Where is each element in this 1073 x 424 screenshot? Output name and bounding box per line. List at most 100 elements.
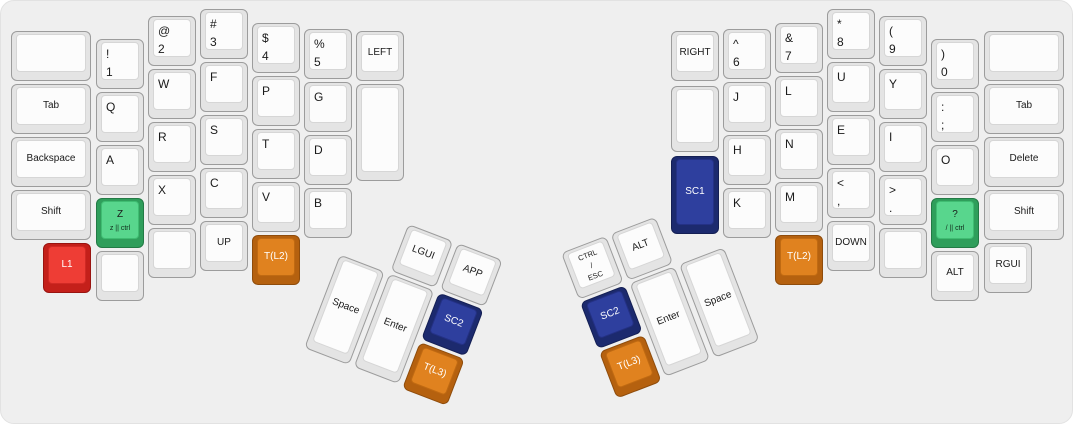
key-t-l2-left[interactable]: T(L2) xyxy=(252,235,300,285)
key-label: D xyxy=(314,143,323,157)
key-left-tab[interactable]: Tab xyxy=(11,84,91,134)
keycap-face xyxy=(676,89,714,143)
key-left-bottom-blank-2[interactable] xyxy=(148,228,196,278)
keycap-face: B xyxy=(309,191,347,229)
key-x[interactable]: X xyxy=(148,175,196,225)
key-j[interactable]: J xyxy=(723,82,771,132)
key-num-8[interactable]: *8 xyxy=(827,9,875,59)
key-label: T(L2) xyxy=(787,251,811,263)
key-s[interactable]: S xyxy=(200,115,248,165)
key-num-2[interactable]: @2 xyxy=(148,16,196,66)
key-label: H xyxy=(733,143,742,157)
key-v[interactable]: V xyxy=(252,182,300,232)
key-n[interactable]: N xyxy=(775,129,823,179)
key-num-4[interactable]: $4 xyxy=(252,23,300,73)
key-b[interactable]: B xyxy=(304,188,352,238)
keycap-face: ALT xyxy=(936,254,974,292)
key-label: L xyxy=(785,84,792,98)
keycap-face: *8 xyxy=(832,12,870,50)
key-period[interactable]: >. xyxy=(879,175,927,225)
key-comma[interactable]: <, xyxy=(827,168,875,218)
key-label: , xyxy=(837,194,841,209)
key-label: . xyxy=(889,201,893,216)
keycap-face: O xyxy=(936,148,974,186)
key-right-arrow[interactable]: RIGHT xyxy=(671,31,719,81)
key-num-3[interactable]: #3 xyxy=(200,9,248,59)
key-label: CTRL xyxy=(576,246,599,263)
key-o[interactable]: O xyxy=(931,145,979,195)
keycap-face: <, xyxy=(832,171,870,209)
key-up[interactable]: UP xyxy=(200,221,248,271)
keycap-face: D xyxy=(309,138,347,176)
keycap-face: F xyxy=(205,65,243,103)
key-left-outer-top-blank[interactable] xyxy=(11,31,91,81)
key-semicolon[interactable]: :; xyxy=(931,92,979,142)
keycap-face: N xyxy=(780,132,818,170)
key-rgui[interactable]: RGUI xyxy=(984,243,1032,293)
key-sc1[interactable]: SC1 xyxy=(671,156,719,234)
key-left-arrow[interactable]: LEFT xyxy=(356,31,404,81)
key-down[interactable]: DOWN xyxy=(827,221,875,271)
key-m[interactable]: M xyxy=(775,182,823,232)
keycap-face: T xyxy=(257,132,295,170)
key-delete[interactable]: Delete xyxy=(984,137,1064,187)
keycap-face: T(L3) xyxy=(604,339,654,389)
key-num-0[interactable]: )0 xyxy=(931,39,979,89)
key-num-9[interactable]: (9 xyxy=(879,16,927,66)
key-right-shift[interactable]: Shift xyxy=(984,190,1064,240)
key-h[interactable]: H xyxy=(723,135,771,185)
key-right-inner-tall-blank[interactable] xyxy=(671,86,719,152)
key-q[interactable]: Q xyxy=(96,92,144,142)
key-label: U xyxy=(837,70,846,84)
keycap-face: L xyxy=(780,79,818,117)
key-label: < xyxy=(837,176,845,190)
key-right-alt[interactable]: ALT xyxy=(931,251,979,301)
key-t-l2-right[interactable]: T(L2) xyxy=(775,235,823,285)
key-label: R xyxy=(158,130,167,144)
key-right-bottom-blank[interactable] xyxy=(879,228,927,278)
key-d[interactable]: D xyxy=(304,135,352,185)
keycap-face: K xyxy=(728,191,766,229)
keycap-face: )0 xyxy=(936,42,974,80)
key-g[interactable]: G xyxy=(304,82,352,132)
key-label: ? xyxy=(952,209,958,221)
key-l[interactable]: L xyxy=(775,76,823,126)
key-label: UP xyxy=(217,237,231,249)
key-e[interactable]: E xyxy=(827,115,875,165)
key-l1[interactable]: L1 xyxy=(43,243,91,293)
key-num-5[interactable]: %5 xyxy=(304,29,352,79)
key-backspace[interactable]: Backspace xyxy=(11,137,91,187)
key-right-outer-top-blank[interactable] xyxy=(984,31,1064,81)
key-num-1[interactable]: !1 xyxy=(96,39,144,89)
key-num-6[interactable]: ^6 xyxy=(723,29,771,79)
keycap-face: RIGHT xyxy=(676,34,714,72)
key-c[interactable]: C xyxy=(200,168,248,218)
key-f[interactable]: F xyxy=(200,62,248,112)
key-left-inner-tall-blank[interactable] xyxy=(356,84,404,181)
key-r[interactable]: R xyxy=(148,122,196,172)
key-label: T xyxy=(262,137,270,151)
key-u[interactable]: U xyxy=(827,62,875,112)
key-w[interactable]: W xyxy=(148,69,196,119)
key-a[interactable]: A xyxy=(96,145,144,195)
key-y[interactable]: Y xyxy=(879,69,927,119)
key-right-tab[interactable]: Tab xyxy=(984,84,1064,134)
keycap-face: Shift xyxy=(989,193,1059,231)
keycap-face: DOWN xyxy=(832,224,870,262)
key-k[interactable]: K xyxy=(723,188,771,238)
key-left-bottom-blank-1[interactable] xyxy=(96,251,144,301)
key-label: T(L2) xyxy=(264,251,288,263)
key-label: Tab xyxy=(42,100,60,112)
key-p[interactable]: P xyxy=(252,76,300,126)
key-label: RIGHT xyxy=(679,47,711,59)
key-num-7[interactable]: &7 xyxy=(775,23,823,73)
key-label: Space xyxy=(702,289,734,310)
key-label: ALT xyxy=(946,267,964,279)
key-t[interactable]: T xyxy=(252,129,300,179)
key-i[interactable]: I xyxy=(879,122,927,172)
key-sublabel: z || ctrl xyxy=(109,224,131,232)
key-question-ctrl[interactable]: ?/ || ctrl xyxy=(931,198,979,248)
key-left-shift[interactable]: Shift xyxy=(11,190,91,240)
